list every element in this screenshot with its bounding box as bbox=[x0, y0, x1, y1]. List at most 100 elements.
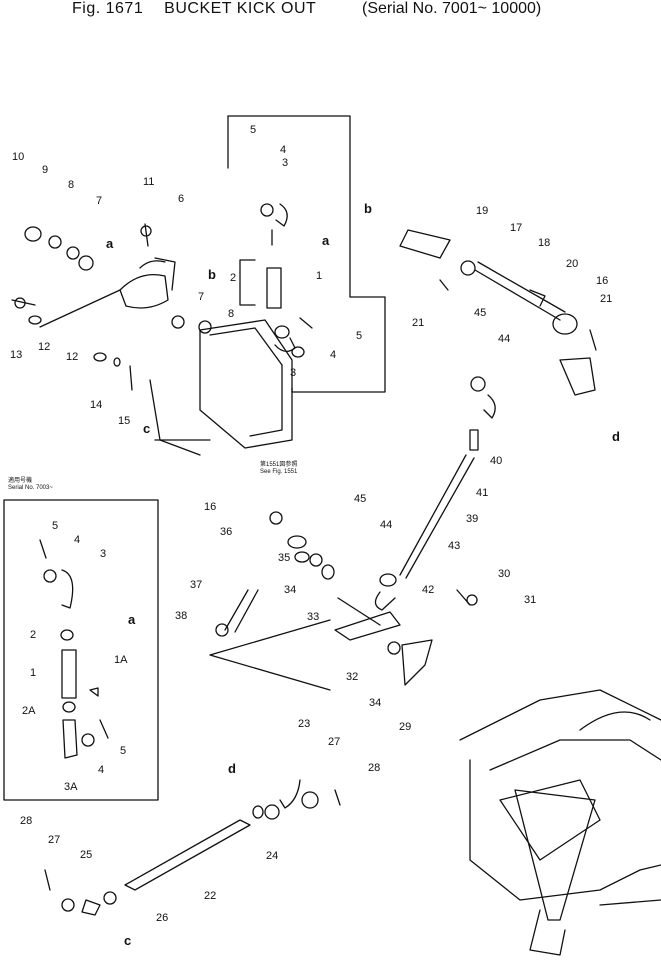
callout-7: 7 bbox=[198, 291, 204, 303]
connection-letter-a: a bbox=[322, 233, 330, 248]
connection-letter-d: d bbox=[612, 429, 620, 444]
callout-33: 33 bbox=[307, 611, 319, 623]
callout-4: 4 bbox=[74, 534, 80, 546]
callout-21: 21 bbox=[412, 317, 424, 329]
callout-16: 16 bbox=[596, 275, 608, 287]
callout-44: 44 bbox=[380, 519, 392, 531]
callout-27: 27 bbox=[48, 834, 60, 846]
callout-1: 1 bbox=[30, 667, 36, 679]
callout-23: 23 bbox=[298, 718, 310, 730]
callout-7: 7 bbox=[96, 195, 102, 207]
figure-name: BUCKET KICK OUT bbox=[164, 0, 317, 17]
callout-40: 40 bbox=[490, 455, 502, 467]
callout-8: 8 bbox=[68, 179, 74, 191]
callout-2: 2 bbox=[230, 272, 236, 284]
callout-37: 37 bbox=[190, 579, 202, 591]
callout-5: 5 bbox=[52, 520, 58, 532]
callout-20: 20 bbox=[566, 258, 578, 270]
callout-45: 45 bbox=[474, 307, 486, 319]
connection-letter-c: c bbox=[124, 933, 131, 948]
callout-22: 22 bbox=[204, 890, 216, 902]
connection-letter-a: a bbox=[128, 612, 136, 627]
callout-25: 25 bbox=[80, 849, 92, 861]
small-parts-left bbox=[11, 223, 152, 391]
adjusting-rod-assembly bbox=[239, 203, 313, 358]
callout-11: 11 bbox=[143, 176, 154, 188]
callout-2A: 2A bbox=[22, 705, 36, 717]
callout-12: 12 bbox=[66, 351, 78, 363]
figure-number: Fig. 1671 bbox=[72, 0, 144, 17]
callout-3: 3 bbox=[100, 548, 106, 560]
connection-letter-c: c bbox=[143, 421, 150, 436]
callout-1: 1 bbox=[316, 270, 322, 282]
center-lever bbox=[209, 511, 478, 691]
callout-3A: 3A bbox=[64, 781, 78, 793]
callout-3: 3 bbox=[290, 367, 296, 379]
callout-4: 4 bbox=[330, 349, 336, 361]
callout-39: 39 bbox=[466, 513, 478, 525]
callout-13: 13 bbox=[10, 349, 22, 361]
callout-45: 45 bbox=[354, 493, 366, 505]
callout-10: 10 bbox=[12, 151, 24, 163]
callout-26: 26 bbox=[156, 912, 168, 924]
callout-4: 4 bbox=[280, 144, 286, 156]
inset-serial-note: 適用号機 Serial No. 7003~ bbox=[8, 478, 53, 492]
callout-4: 4 bbox=[98, 764, 104, 776]
callout-32: 32 bbox=[346, 671, 358, 683]
connection-letter-b: b bbox=[364, 201, 372, 216]
callout-16: 16 bbox=[204, 501, 216, 513]
lower-rod bbox=[44, 779, 341, 916]
see-fig-note-en: See Fig. 1551 bbox=[260, 469, 298, 475]
callout-15: 15 bbox=[118, 415, 130, 427]
callout-12: 12 bbox=[38, 341, 50, 353]
long-rod bbox=[374, 376, 496, 611]
callout-29: 29 bbox=[399, 721, 411, 733]
callout-2: 2 bbox=[30, 629, 36, 641]
callout-19: 19 bbox=[476, 205, 488, 217]
serial-range: (Serial No. 7001~ 10000) bbox=[362, 0, 542, 17]
callout-5: 5 bbox=[250, 124, 256, 136]
inset-serial-jp: 適用号機 bbox=[8, 478, 33, 484]
callout-28: 28 bbox=[20, 815, 32, 827]
callout-41: 41 bbox=[476, 487, 488, 499]
callout-35: 35 bbox=[278, 552, 290, 564]
callout-30: 30 bbox=[498, 568, 510, 580]
see-fig-note-jp: 第1551図参照 bbox=[260, 462, 298, 468]
upper-right-linkage bbox=[399, 229, 597, 396]
callout-42: 42 bbox=[422, 584, 434, 596]
callout-18: 18 bbox=[538, 237, 550, 249]
callout-17: 17 bbox=[510, 222, 522, 234]
callout-27: 27 bbox=[328, 736, 340, 748]
inset-parts bbox=[39, 539, 109, 759]
figure-title: Fig. 1671 BUCKET KICK OUT bbox=[72, 0, 332, 18]
callout-34: 34 bbox=[369, 697, 381, 709]
callout-34: 34 bbox=[284, 584, 296, 596]
callout-43: 43 bbox=[448, 540, 460, 552]
callout-5: 5 bbox=[120, 745, 126, 757]
direction-letters: a b c a b d a d c bbox=[106, 201, 620, 948]
machine-illustration bbox=[459, 689, 661, 956]
connection-letter-d: d bbox=[228, 761, 236, 776]
callout-8: 8 bbox=[228, 308, 234, 320]
callout-6: 6 bbox=[178, 193, 184, 205]
connection-letter-b: b bbox=[208, 267, 216, 282]
callout-24: 24 bbox=[266, 850, 278, 862]
callout-31: 31 bbox=[524, 594, 536, 606]
callout-14: 14 bbox=[90, 399, 102, 411]
see-fig-note: 第1551図参照 See Fig. 1551 bbox=[260, 462, 297, 476]
connection-letter-a: a bbox=[106, 236, 114, 251]
mounting-plate bbox=[149, 315, 293, 456]
callout-38: 38 bbox=[175, 610, 187, 622]
inset-serial-en: Serial No. 7003~ bbox=[8, 485, 53, 491]
callout-3: 3 bbox=[282, 157, 288, 169]
inset-frame bbox=[3, 499, 159, 801]
callout-21: 21 bbox=[600, 293, 612, 305]
callout-36: 36 bbox=[220, 526, 232, 538]
assembly-frame bbox=[227, 115, 386, 393]
callout-44: 44 bbox=[498, 333, 510, 345]
callout-1A: 1A bbox=[114, 654, 128, 666]
callout-5: 5 bbox=[356, 330, 362, 342]
callout-9: 9 bbox=[42, 164, 48, 176]
